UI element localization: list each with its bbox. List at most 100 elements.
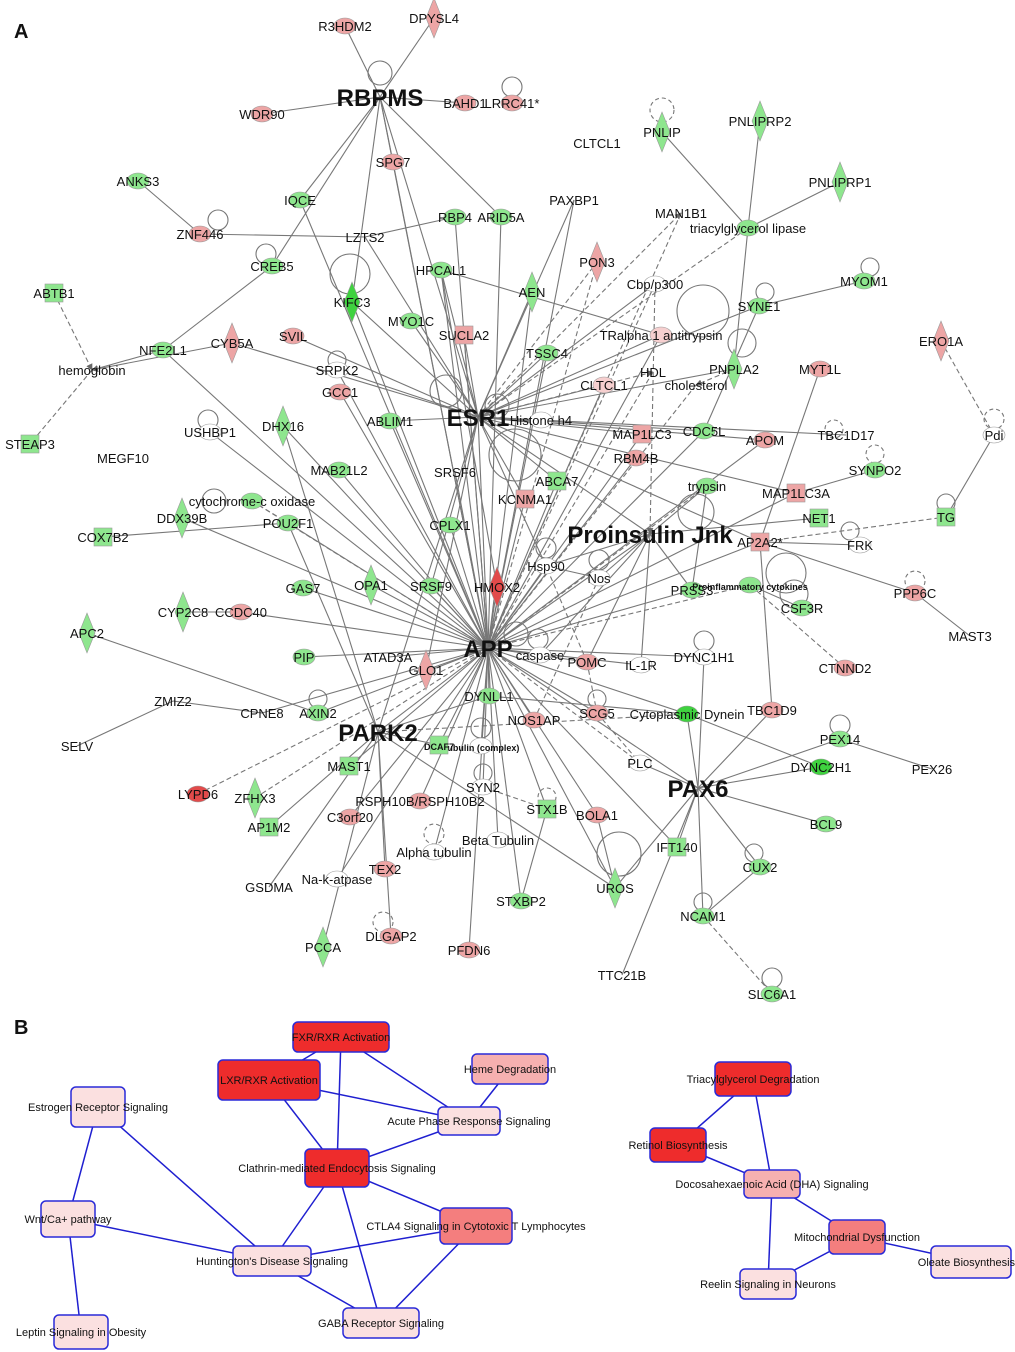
node-abtb1[interactable]: ABTB1 bbox=[33, 283, 75, 303]
pathway-huntington-s-disease-signaling[interactable]: Huntington's Disease Signaling bbox=[196, 1245, 348, 1277]
node-ctnnd2[interactable]: CTNND2 bbox=[819, 659, 872, 677]
pathway-reelin-signaling-in-neurons[interactable]: Reelin Signaling in Neurons bbox=[700, 1268, 836, 1300]
node-svil[interactable]: SVIL bbox=[279, 327, 307, 345]
node-bola1[interactable]: BOLA1 bbox=[576, 806, 618, 824]
node-iqce[interactable]: IQCE bbox=[284, 191, 316, 209]
node-rbpms[interactable]: RBPMS bbox=[337, 85, 424, 112]
node-glo1[interactable]: GLO1 bbox=[409, 649, 444, 691]
node-rbm4b[interactable]: RBM4B bbox=[614, 449, 659, 467]
node-tg[interactable]: TG bbox=[936, 507, 956, 527]
node-atad3a[interactable]: ATAD3A bbox=[364, 650, 413, 665]
node-hmox2[interactable]: HMOX2 bbox=[474, 566, 520, 608]
node-lzts2[interactable]: LZTS2 bbox=[345, 230, 384, 245]
pathway-estrogen-receptor-signaling[interactable]: Estrogen Receptor Signaling bbox=[28, 1086, 168, 1128]
node-gas7[interactable]: GAS7 bbox=[286, 579, 321, 597]
node-znf446[interactable]: ZNF446 bbox=[177, 225, 224, 243]
node-wdr90[interactable]: WDR90 bbox=[239, 105, 285, 123]
node-stxbp2[interactable]: STXBP2 bbox=[496, 892, 546, 910]
node-cox7b2[interactable]: COX7B2 bbox=[77, 527, 129, 547]
pathway-triacylglycerol-degradation[interactable]: Triacylglycerol Degradation bbox=[687, 1061, 820, 1097]
node-esr1[interactable]: ESR1 bbox=[447, 405, 510, 432]
node-hsp90[interactable]: Hsp90 bbox=[527, 557, 565, 575]
pathway-ctla4-signaling-in-cytotoxic-t-lymphocytes[interactable]: CTLA4 Signaling in Cytotoxic T Lymphocyt… bbox=[366, 1207, 586, 1245]
node-rbp4[interactable]: RBP4 bbox=[438, 208, 472, 226]
node-steap3[interactable]: STEAP3 bbox=[5, 434, 55, 454]
node-axin2[interactable]: AXIN2 bbox=[299, 704, 337, 722]
node-net1[interactable]: NET1 bbox=[802, 508, 836, 528]
node-tbc1d9[interactable]: TBC1D9 bbox=[747, 701, 797, 719]
node-pex26[interactable]: PEX26 bbox=[912, 762, 952, 777]
node-zmiz2[interactable]: ZMIZ2 bbox=[154, 694, 192, 709]
node-dynll1[interactable]: DYNLL1 bbox=[464, 687, 514, 705]
pathway-docosahexaenoic-acid-dha-signaling[interactable]: Docosahexaenoic Acid (DHA) Signaling bbox=[675, 1169, 869, 1199]
node-ap1m2[interactable]: AP1M2 bbox=[248, 817, 291, 837]
node-pex14[interactable]: PEX14 bbox=[820, 730, 860, 748]
node-ncam1[interactable]: NCAM1 bbox=[680, 907, 726, 925]
node-lrrc41[interactable]: LRRC41* bbox=[485, 94, 540, 112]
node-myt1l[interactable]: MYT1L bbox=[799, 360, 841, 378]
pathway-leptin-signaling-in-obesity[interactable]: Leptin Signaling in Obesity bbox=[16, 1314, 147, 1350]
node-map1lc3[interactable]: MAP1LC3 bbox=[612, 424, 672, 444]
node-lypd6[interactable]: LYPD6 bbox=[178, 785, 218, 803]
node-pcca[interactable]: PCCA bbox=[305, 926, 341, 968]
pathway-retinol-biosynthesis[interactable]: Retinol Biosynthesis bbox=[628, 1127, 728, 1163]
node-gcc1[interactable]: GCC1 bbox=[322, 383, 358, 401]
node-cltcl1[interactable]: CLTCL1 bbox=[573, 136, 620, 151]
node-rsph10b-rsph10b2[interactable]: RSPH10B/RSPH10B2 bbox=[355, 792, 485, 810]
node-hemoglobin[interactable]: hemoglobin bbox=[58, 363, 125, 378]
node-cbp-p300[interactable]: Cbp/p300 bbox=[627, 275, 683, 293]
node-cltcl1[interactable]: CLTCL1 bbox=[580, 376, 628, 394]
node-ppp6c[interactable]: PPP6C bbox=[894, 584, 937, 602]
pathway-wnt-ca-pathway[interactable]: Wnt/Ca+ pathway bbox=[24, 1200, 112, 1238]
node-tex2[interactable]: TEX2 bbox=[369, 860, 402, 878]
node-dlgap2[interactable]: DLGAP2 bbox=[365, 927, 417, 945]
pathway-acute-phase-response-signaling[interactable]: Acute Phase Response Signaling bbox=[387, 1106, 551, 1136]
node-srsf9[interactable]: SRSF9 bbox=[410, 577, 452, 595]
node-ddx39b[interactable]: DDX39B bbox=[157, 497, 208, 539]
node-map1lc3a[interactable]: MAP1LC3A bbox=[762, 483, 830, 503]
node-beta-tubulin[interactable]: Beta Tubulin bbox=[462, 831, 534, 849]
pathway-heme-degradation[interactable]: Heme Degradation bbox=[464, 1053, 556, 1085]
node-myom1[interactable]: MYOM1 bbox=[840, 272, 888, 290]
node-scg5[interactable]: SCG5 bbox=[579, 704, 615, 722]
node-bcl9[interactable]: BCL9 bbox=[810, 815, 843, 833]
node-apom[interactable]: APOM bbox=[746, 431, 784, 449]
pathway-oleate-biosynthesis-ii[interactable]: Oleate Biosynthesis II bbox=[918, 1245, 1015, 1279]
pathway-mitochondrial-dysfunction[interactable]: Mitochondrial Dysfunction bbox=[794, 1219, 920, 1255]
node-mast3[interactable]: MAST3 bbox=[948, 629, 991, 644]
node-hdl[interactable]: HDL bbox=[640, 365, 666, 380]
node-tbc1d17[interactable]: TBC1D17 bbox=[817, 428, 874, 443]
node-ttc21b[interactable]: TTC21B bbox=[598, 968, 646, 983]
node-ero1a[interactable]: ERO1A bbox=[919, 320, 963, 362]
node-tssc4[interactable]: TSSC4 bbox=[526, 344, 568, 362]
node-zfhx3[interactable]: ZFHX3 bbox=[234, 777, 276, 819]
pathway-fxr-rxr-activation[interactable]: FXR/RXR Activation bbox=[292, 1021, 390, 1053]
node-synpo2[interactable]: SYNPO2 bbox=[849, 461, 902, 479]
node-syn2[interactable]: SYN2 bbox=[466, 778, 500, 796]
node-srsf6[interactable]: SRSF6 bbox=[434, 465, 476, 480]
node-dpysl4[interactable]: DPYSL4 bbox=[409, 0, 459, 39]
node-pfdn6[interactable]: PFDN6 bbox=[448, 941, 491, 959]
node-uros[interactable]: UROS bbox=[596, 867, 634, 909]
node-dync2h1[interactable]: DYNC2H1 bbox=[791, 758, 852, 776]
node-nos1ap[interactable]: NOS1AP bbox=[508, 711, 561, 729]
node-park2[interactable]: PARK2 bbox=[338, 720, 418, 747]
node-ap2a2[interactable]: AP2A2* bbox=[737, 532, 783, 552]
node-stx1b[interactable]: STX1B bbox=[526, 799, 568, 819]
node-pnliprp1[interactable]: PNLIPRP1 bbox=[809, 161, 872, 203]
node-anks3[interactable]: ANKS3 bbox=[117, 172, 160, 190]
node-hpcal1[interactable]: HPCAL1 bbox=[416, 261, 467, 279]
node-dcaf7[interactable]: DCAF7 bbox=[424, 735, 454, 755]
node-pip[interactable]: PIP bbox=[292, 648, 316, 666]
node-cholesterol[interactable]: cholesterol bbox=[665, 378, 728, 393]
node-r3hdm2[interactable]: R3HDM2 bbox=[318, 17, 372, 35]
node-pou2f1[interactable]: POU2F1 bbox=[263, 514, 314, 532]
node-aen[interactable]: AEN bbox=[519, 271, 546, 313]
node-cytochrome-c-oxidase[interactable]: cytochrome-c oxidase bbox=[189, 492, 315, 510]
node-sucla2[interactable]: SUCLA2 bbox=[439, 325, 490, 345]
node-ift140[interactable]: IFT140 bbox=[656, 837, 698, 857]
node-il-1r[interactable]: IL-1R bbox=[625, 656, 657, 674]
node-pdi[interactable]: Pdi bbox=[982, 426, 1006, 444]
node-mab21l2[interactable]: MAB21L2 bbox=[310, 461, 368, 479]
node-cplx1[interactable]: CPLX1 bbox=[429, 516, 471, 534]
